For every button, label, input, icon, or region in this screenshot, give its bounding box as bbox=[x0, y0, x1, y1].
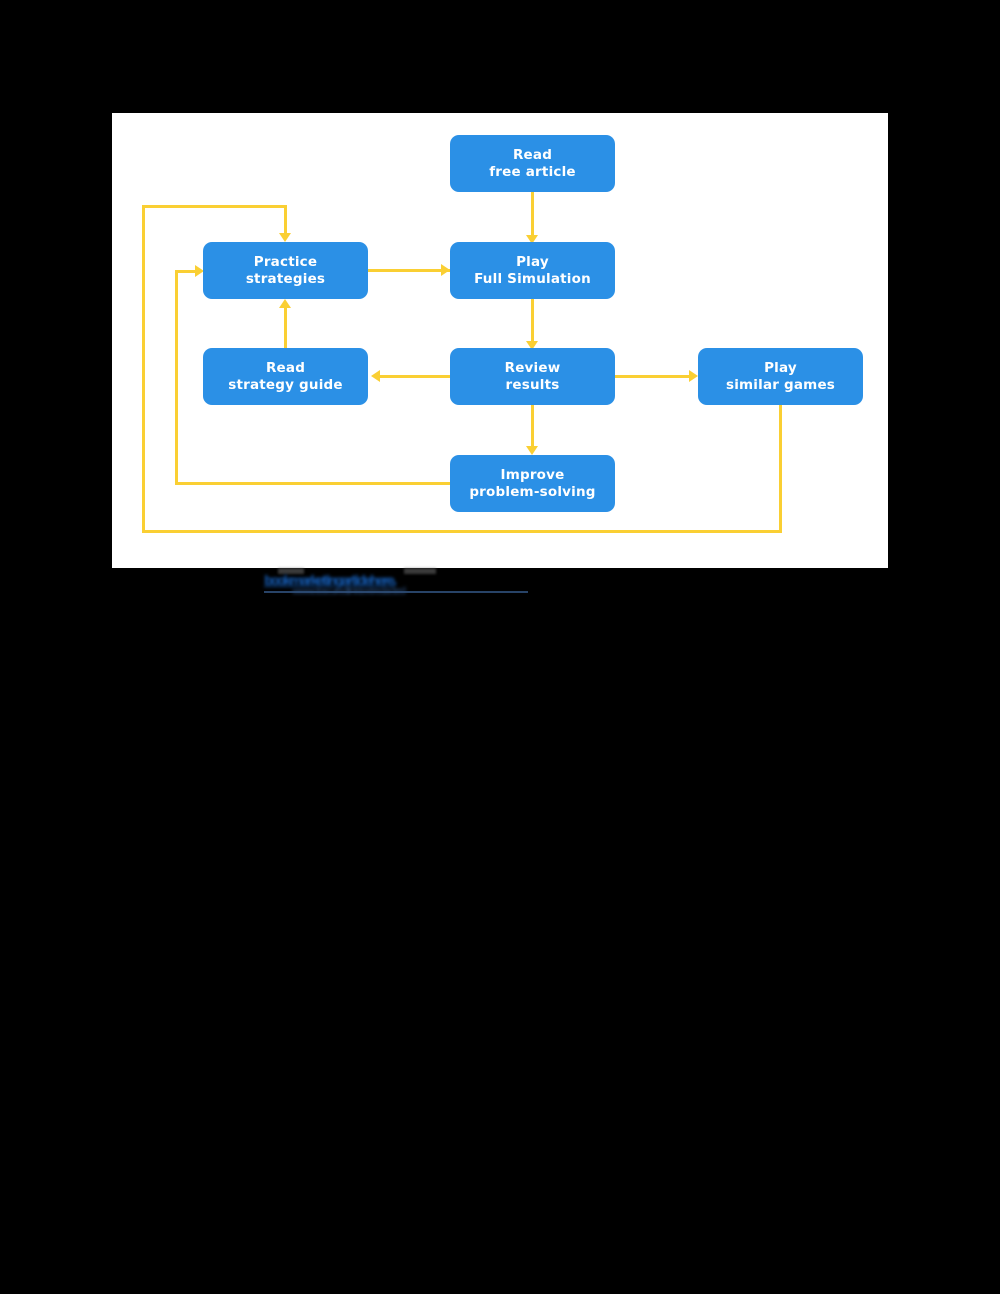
edge-similar-games-loop-bottom bbox=[142, 530, 782, 533]
node-read-strategy-guide-line1: Read bbox=[265, 359, 306, 376]
edge-review-to-improve-arrowhead bbox=[526, 446, 538, 455]
edge-improve-loop-left-vertical bbox=[175, 270, 178, 485]
node-read-free-article[interactable]: Read free article bbox=[450, 135, 615, 192]
caption-smudge-left bbox=[278, 568, 304, 574]
node-play-full-simulation-line1: Play bbox=[516, 253, 549, 270]
edge-strategy-guide-to-practice-arrowhead bbox=[279, 299, 291, 308]
edge-improve-loop-arrowhead bbox=[195, 265, 204, 277]
edge-similar-games-loop-drop-vertical bbox=[284, 205, 287, 235]
node-read-strategy-guide[interactable]: Read strategy guide bbox=[203, 348, 368, 405]
edge-review-to-similar-games-arrowhead bbox=[689, 370, 698, 382]
node-review-results-line1: Review bbox=[504, 359, 561, 376]
node-play-similar-games[interactable]: Play similar games bbox=[698, 348, 863, 405]
edge-review-to-strategy-guide-arrowhead bbox=[371, 370, 380, 382]
edge-review-to-strategy-guide-line bbox=[380, 375, 450, 378]
diagram-panel: Read free article Practice strategies Pl… bbox=[112, 113, 888, 568]
node-practice-strategies-line1: Practice bbox=[253, 253, 318, 270]
edge-read-article-to-play-sim-arrowhead bbox=[526, 235, 538, 244]
edge-review-to-improve-line bbox=[531, 405, 534, 449]
edge-strategy-guide-to-practice-line bbox=[284, 308, 287, 351]
node-review-results-line2: results bbox=[505, 376, 560, 393]
caption-link-obscured[interactable]: bookmarketingarticlehere. www.obscuredli… bbox=[264, 568, 528, 597]
caption-link-text[interactable]: bookmarketingarticlehere. bbox=[264, 574, 398, 589]
edge-review-to-similar-games-line bbox=[615, 375, 690, 378]
node-play-full-simulation[interactable]: Play Full Simulation bbox=[450, 242, 615, 299]
node-improve-problem-solving-line2: problem-solving bbox=[469, 483, 596, 500]
node-review-results[interactable]: Review results bbox=[450, 348, 615, 405]
node-play-similar-games-line2: similar games bbox=[725, 376, 836, 393]
edge-practice-to-play-sim-arrowhead bbox=[441, 264, 450, 276]
edge-similar-games-loop-top bbox=[142, 205, 287, 208]
node-play-full-simulation-line2: Full Simulation bbox=[474, 270, 591, 287]
edge-improve-loop-bottom bbox=[175, 482, 563, 485]
node-practice-strategies[interactable]: Practice strategies bbox=[203, 242, 368, 299]
node-read-strategy-guide-line2: strategy guide bbox=[228, 376, 343, 393]
node-improve-problem-solving[interactable]: Improve problem-solving bbox=[450, 455, 615, 512]
edge-similar-games-loop-right-vertical bbox=[779, 405, 782, 533]
edge-play-sim-to-review-arrowhead bbox=[526, 341, 538, 350]
edge-practice-to-play-sim-line bbox=[368, 269, 452, 272]
caption-smudge-right bbox=[404, 568, 436, 574]
edge-play-sim-to-review-line bbox=[531, 299, 534, 344]
node-read-free-article-line2: free article bbox=[489, 163, 576, 180]
node-improve-problem-solving-line1: Improve bbox=[500, 466, 565, 483]
edge-similar-games-loop-left-vertical bbox=[142, 205, 145, 533]
node-practice-strategies-line2: strategies bbox=[245, 270, 326, 287]
caption-underline-rule bbox=[264, 591, 528, 593]
edge-improve-loop-into-practice bbox=[175, 270, 199, 273]
edge-read-article-to-play-sim-line bbox=[531, 192, 534, 237]
edge-similar-games-loop-arrowhead bbox=[279, 233, 291, 242]
node-read-free-article-line1: Read bbox=[512, 146, 553, 163]
node-play-similar-games-line1: Play bbox=[764, 359, 797, 376]
